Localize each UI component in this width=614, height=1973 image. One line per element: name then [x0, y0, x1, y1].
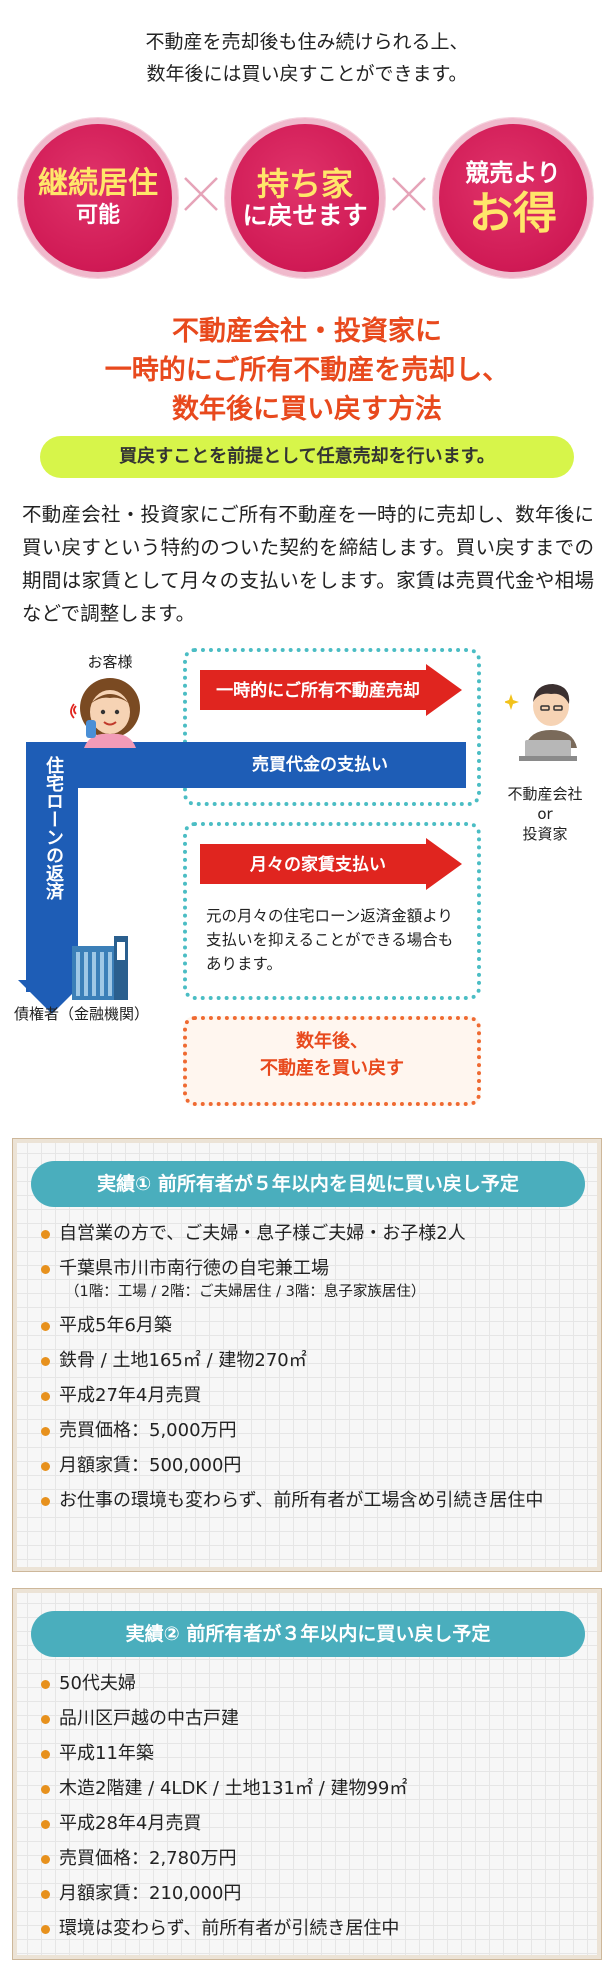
list-item: 千葉県市川市南行徳の自宅兼工場 （1階：工場 / 2階：ご夫婦居住 / 3階：息… — [39, 1256, 584, 1303]
main-headline: 不動産会社・投資家に 一時的にご所有不動産を売却し、 数年後に買い戻す方法 — [0, 312, 614, 429]
intro-line-1: 不動産を売却後も住み続けられる上、 — [145, 31, 469, 53]
case-title: 実績② 前所有者が３年以内に買い戻し予定 — [31, 1611, 585, 1657]
list-item: 月額家賃：500,000円 — [39, 1453, 584, 1478]
list-item: 売買価格：2,780万円 — [39, 1846, 584, 1871]
list-item-note: （1階：工場 / 2階：ご夫婦居住 / 3階：息子家族居住） — [65, 1284, 426, 1300]
creditor-label: 債権者（金融機関） — [14, 1005, 150, 1023]
loan-repayment-label: 住宅ローンの返済 — [43, 756, 64, 900]
list-item: 自営業の方で、ご夫婦・息子様ご夫婦・お子様2人 — [39, 1221, 584, 1246]
list-item: 平成5年6月築 — [39, 1313, 584, 1338]
sale-arrow — [200, 664, 462, 716]
list-item: 平成11年築 — [39, 1741, 584, 1766]
company-label-line-1: 不動産会社 — [507, 785, 583, 803]
headline-line-2: 一時的にご所有不動産を売却し、 — [104, 355, 510, 386]
benefit-circle-subtitle: お得 — [469, 188, 557, 239]
buyback-box — [183, 1016, 481, 1106]
buyback-text: 数年後、 不動産を買い戻す — [187, 1028, 477, 1082]
benefit-circle-title: 競売より — [465, 159, 561, 187]
list-item: 木造2階建 / 4LDK / 土地131㎡ / 建物99㎡ — [39, 1776, 584, 1801]
method-description: 不動産会社・投資家にご所有不動産を一時的に売却し、数年後に買い戻すという特約のつ… — [22, 503, 594, 625]
arrow-down-icon — [18, 980, 86, 1014]
list-item: 月額家賃：210,000円 — [39, 1881, 584, 1906]
customer-label: お客様 — [87, 653, 133, 671]
bank-building-icon — [72, 936, 128, 1000]
list-item-text: 千葉県市川市南行徳の自宅兼工場 — [59, 1258, 329, 1279]
list-item: 鉄骨 / 土地165㎡ / 建物270㎡ — [39, 1348, 584, 1373]
rent-arrow — [200, 838, 462, 890]
intro-line-2: 数年後には買い戻すことができます。 — [146, 63, 468, 85]
benefit-circle-own-home: 持ち家 に戻せます — [225, 118, 385, 278]
rent-note: 元の月々の住宅ローン返済金額より支払いを抑えることができる場合もあります。 — [206, 907, 454, 973]
list-item: 50代夫婦 — [39, 1671, 584, 1696]
multiply-icon — [184, 177, 218, 211]
buyback-line-2: 不動産を買い戻す — [260, 1058, 404, 1079]
buyback-line-1: 数年後、 — [296, 1031, 368, 1052]
headline-line-3: 数年後に買い戻す方法 — [172, 394, 442, 425]
benefit-circle-subtitle: に戻せます — [242, 201, 368, 230]
customer-woman-icon — [70, 678, 140, 748]
company-label: 不動産会社 or 投資家 — [495, 784, 595, 844]
company-label-line-2: or — [537, 805, 553, 823]
list-item: 品川区戸越の中古戸建 — [39, 1706, 584, 1731]
headline-line-1: 不動産会社・投資家に — [172, 316, 442, 347]
list-item: 環境は変わらず、前所有者が引続き居住中 — [39, 1916, 584, 1941]
intro-text: 不動産を売却後も住み続けられる上、 数年後には買い戻すことができます。 — [0, 26, 614, 90]
list-item: お仕事の環境も変わらず、前所有者が工場含め引続き居住中 — [39, 1488, 584, 1513]
list-item: 平成27年4月売買 — [39, 1383, 584, 1408]
case-items: 50代夫婦 品川区戸越の中古戸建 平成11年築 木造2階建 / 4LDK / 土… — [39, 1671, 584, 1951]
company-label-line-3: 投資家 — [522, 825, 568, 843]
benefit-circle-title: 持ち家 — [256, 165, 353, 203]
case-title: 実績① 前所有者が５年以内を目処に買い戻し予定 — [31, 1161, 585, 1207]
benefit-circle-continued-residence: 継続居住 可能 — [18, 118, 178, 278]
benefit-circle-better-than-auction: 競売より お得 — [433, 118, 593, 278]
payment-label: 売買代金の支払い — [252, 755, 388, 775]
list-item: 平成28年4月売買 — [39, 1811, 584, 1836]
list-item: 売買価格：5,000万円 — [39, 1418, 584, 1443]
multiply-icon — [392, 177, 426, 211]
case-items: 自営業の方で、ご夫婦・息子様ご夫婦・お子様2人 千葉県市川市南行徳の自宅兼工場 … — [39, 1221, 584, 1523]
flow-diagram: 住宅ローンの返済 売買代金の支払い お客様 一時的にご所有不動産売却 月々の家賃… — [0, 640, 614, 1115]
sale-arrow-label: 一時的にご所有不動産売却 — [216, 681, 420, 701]
case-panel-2: 実績② 前所有者が３年以内に買い戻し予定 50代夫婦 品川区戸越の中古戸建 平成… — [12, 1588, 602, 1960]
case-panel-1: 実績① 前所有者が５年以内を目処に買い戻し予定 自営業の方で、ご夫婦・息子様ご夫… — [12, 1138, 602, 1572]
benefit-circle-title: 継続居住 — [38, 166, 158, 201]
rent-arrow-label: 月々の家賃支払い — [250, 855, 386, 875]
premise-banner: 買戻すことを前提として任意売却を行います。 — [40, 436, 574, 478]
benefit-circle-subtitle: 可能 — [75, 203, 120, 228]
payment-bar — [26, 742, 466, 788]
businessman-icon — [505, 684, 577, 761]
